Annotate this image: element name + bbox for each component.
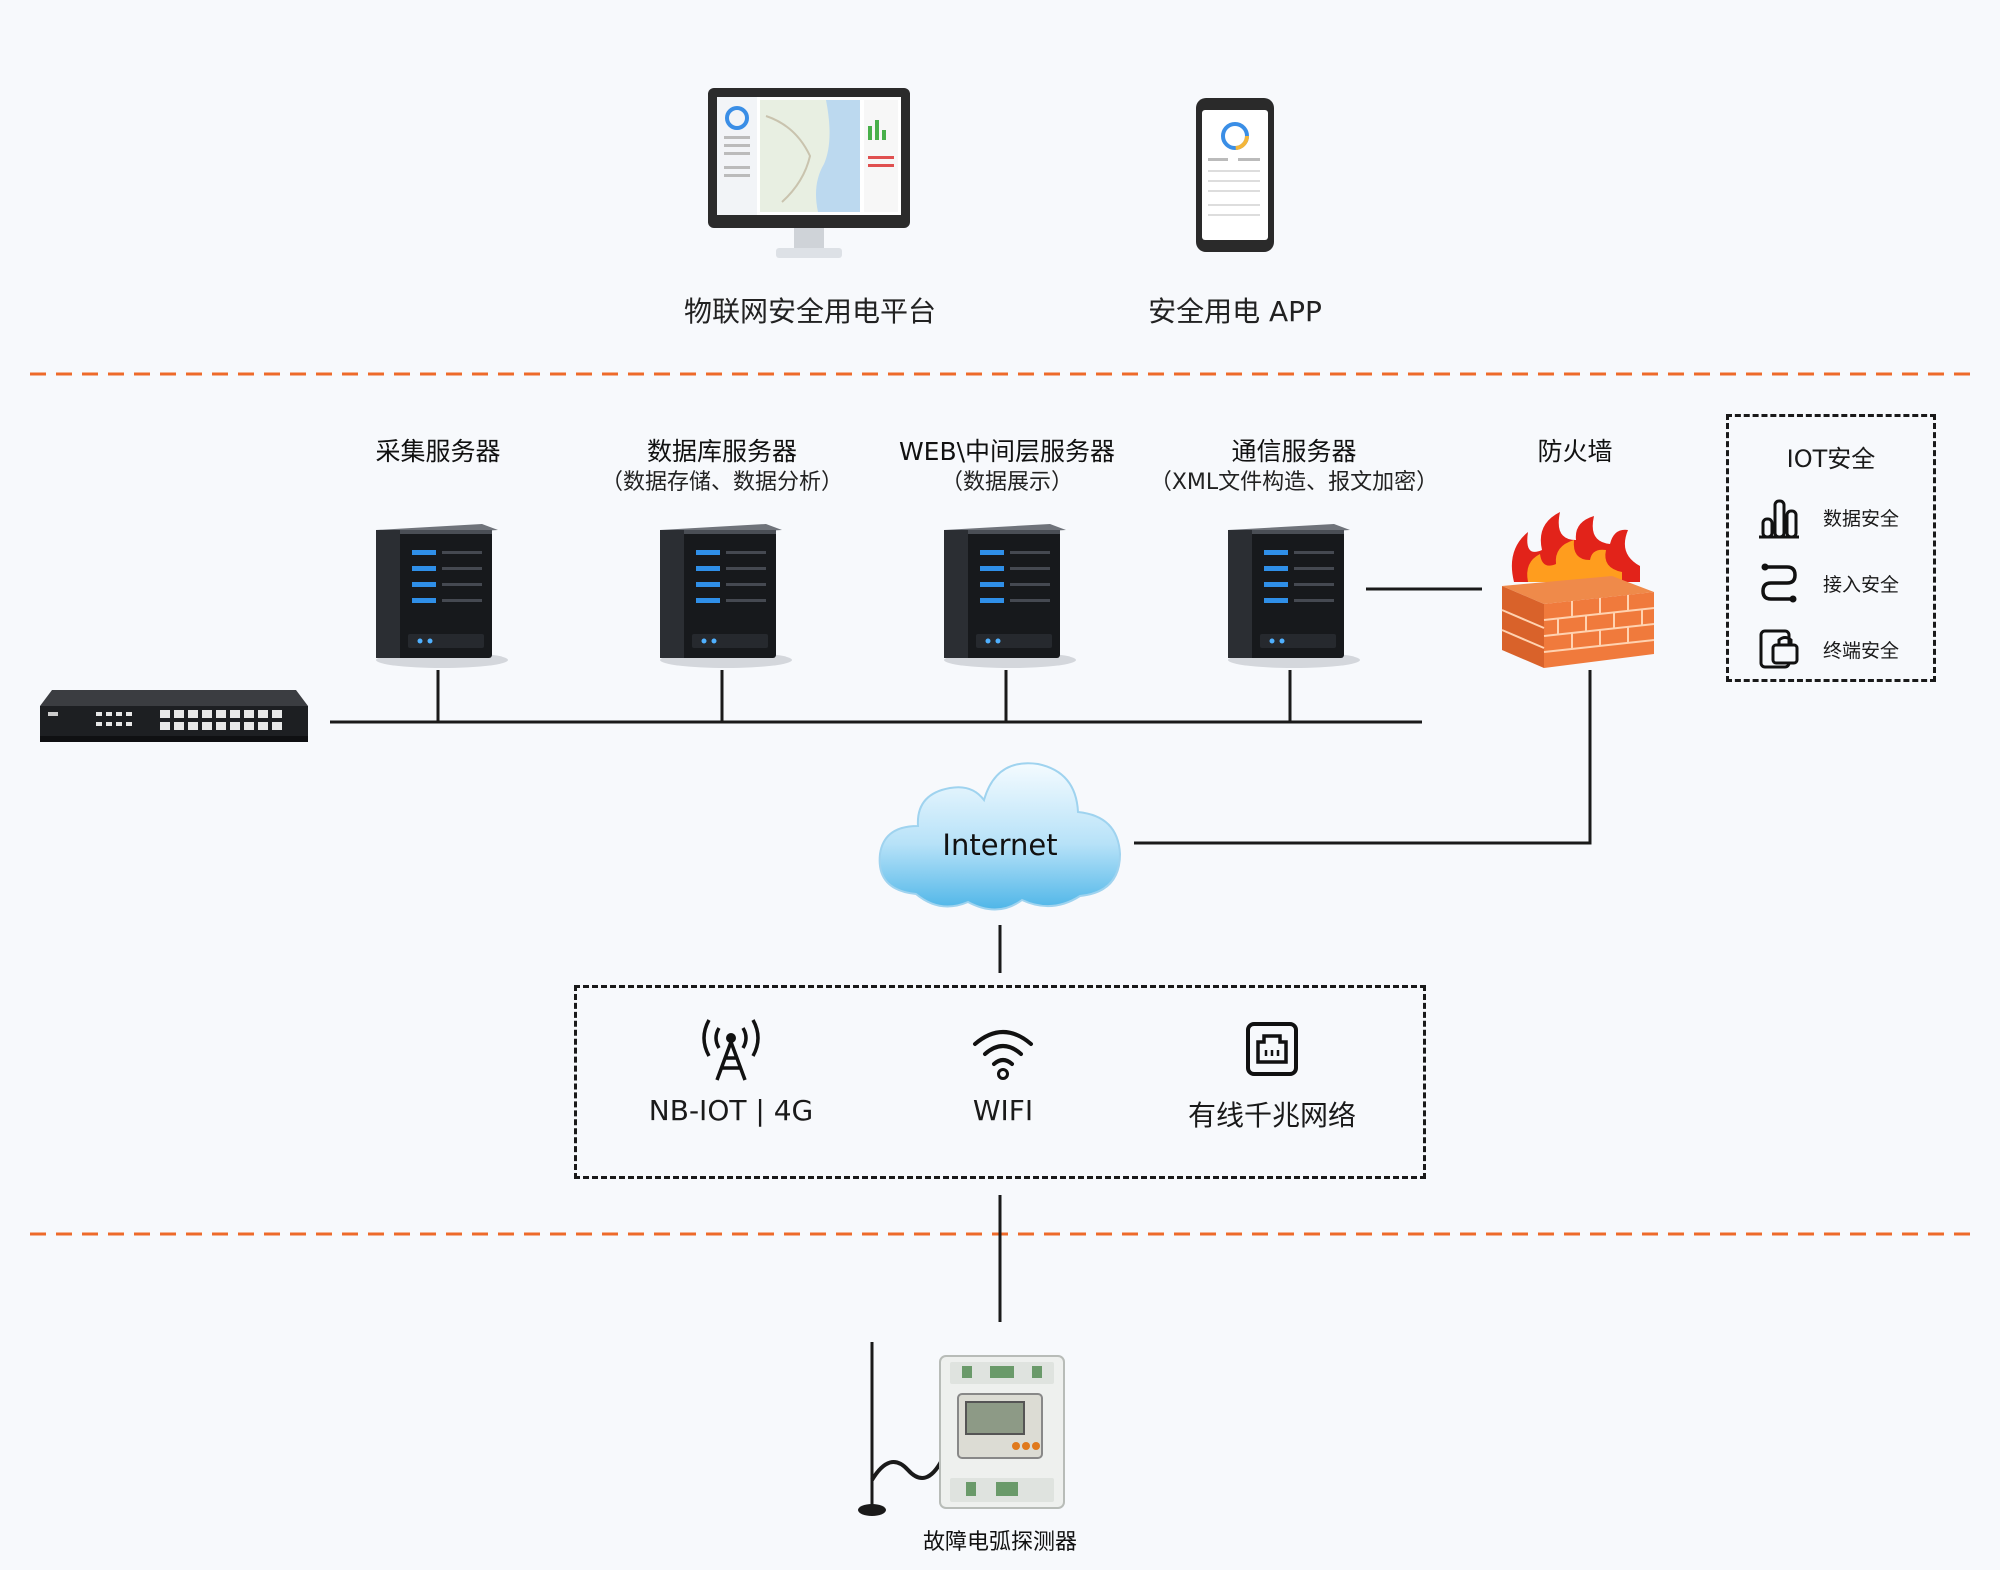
database-server-icon — [660, 524, 792, 668]
network-item-label: WIFI — [972, 1094, 1034, 1127]
iot-security-panel: IOT安全 数据安全 接入安全 终端安全 — [1726, 414, 1936, 682]
server-title-communication: 通信服务器 — [1231, 437, 1357, 466]
internet-label: Internet — [942, 828, 1058, 862]
server-title-web: WEB\中间层服务器 — [898, 437, 1116, 466]
collection-server-icon — [376, 524, 508, 668]
network-item-label: 有线千兆网络 — [1187, 1099, 1356, 1132]
iot-item-label: 接入安全 — [1823, 573, 1900, 596]
app-label: 安全用电 APP — [1148, 295, 1322, 328]
terminal-lock-icon — [1759, 629, 1799, 669]
firewall-internet-line — [1134, 670, 1592, 845]
firewall-label: 防火墙 — [1537, 437, 1613, 466]
web-server-icon — [944, 524, 1076, 668]
server-title-database: 数据库服务器 — [646, 437, 797, 466]
network-item-nbiot: NB-IOT | 4G — [601, 1016, 861, 1127]
iot-item-label: 终端安全 — [1823, 639, 1900, 662]
platform-label: 物联网安全用电平台 — [683, 295, 936, 328]
antenna-icon — [702, 1019, 760, 1081]
network-item-wired: 有线千兆网络 — [1127, 1016, 1417, 1134]
wifi-icon — [973, 1030, 1033, 1080]
network-access-panel: NB-IOT | 4G WIFI 有线千兆网络 — [574, 985, 1426, 1179]
iot-item-terminal-security: 终端安全 — [1755, 625, 1899, 673]
server-title-collection: 采集服务器 — [375, 437, 501, 466]
device-label: 故障电弧探测器 — [922, 1530, 1077, 1555]
iot-item-label: 数据安全 — [1823, 507, 1900, 530]
network-switch-icon — [40, 690, 308, 742]
network-item-label: NB-IOT | 4G — [648, 1094, 814, 1127]
access-route-icon — [1761, 563, 1797, 603]
bar-chart-icon — [1759, 499, 1799, 539]
server-subtitle-web: （数据展示） — [940, 470, 1073, 495]
firewall-icon — [1501, 512, 1655, 668]
phone-icon — [1196, 98, 1274, 252]
monitor-icon — [708, 88, 910, 258]
cloud-icon — [878, 762, 1122, 911]
ethernet-port-icon — [1246, 1022, 1298, 1076]
arc-fault-detector-icon — [858, 1342, 1065, 1516]
iot-item-access-security: 接入安全 — [1755, 559, 1899, 607]
server-subtitle-communication: （XML文件构造、报文加密） — [1149, 470, 1439, 495]
network-item-wifi: WIFI — [873, 1016, 1133, 1127]
iot-item-data-security: 数据安全 — [1755, 493, 1899, 541]
server-subtitle-database: （数据存储、数据分析） — [600, 470, 843, 495]
iot-security-title: IOT安全 — [1786, 445, 1876, 473]
communication-server-icon — [1228, 524, 1360, 668]
